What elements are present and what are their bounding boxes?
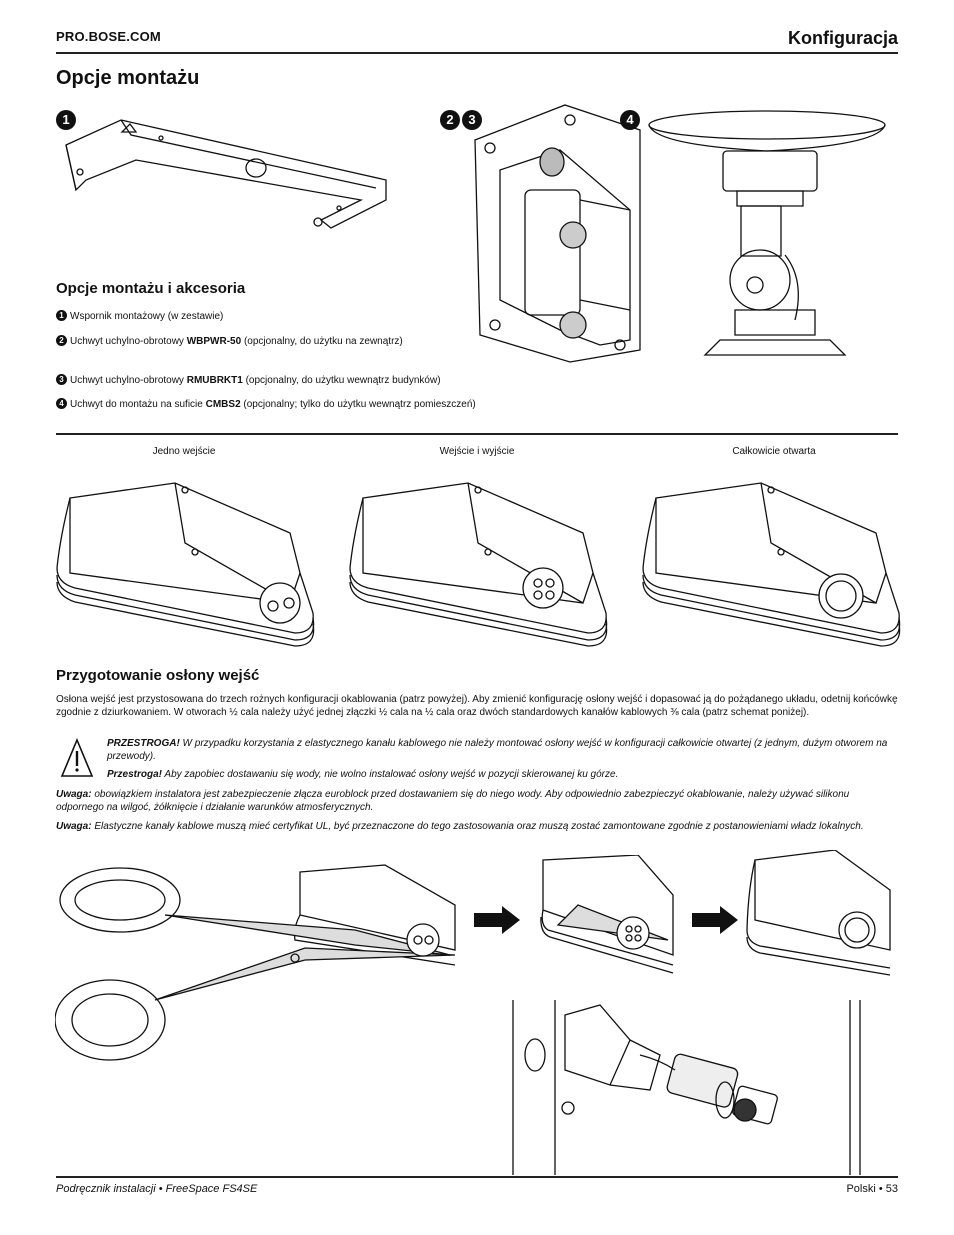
marker-2: 2 xyxy=(440,110,460,130)
page-title: Opcje montażu xyxy=(56,67,200,89)
warning-triangle-icon xyxy=(60,738,94,778)
marker-3: 3 xyxy=(462,110,482,130)
tilt-swivel-illustration xyxy=(470,100,645,365)
scissors-cutting-illustration xyxy=(55,860,465,1080)
cover-single-illustration xyxy=(55,478,320,648)
cover-heading: Przygotowanie osłony wejść xyxy=(56,667,260,684)
bullet-icon: 4 xyxy=(56,398,67,409)
caption-in-out: Wejście i wyjście xyxy=(439,446,515,457)
footer-page: Polski • 53 xyxy=(846,1183,898,1195)
bullet-icon: 2 xyxy=(56,335,67,346)
footer-rule xyxy=(56,1176,898,1178)
site-url: PRO.BOSE.COM xyxy=(56,29,161,44)
note-2: Uwaga: Elastyczne kanały kablowe muszą m… xyxy=(56,821,864,832)
footer-doc-title: Podręcznik instalacji • FreeSpace FS4SE xyxy=(56,1183,258,1195)
cover-open-illustration xyxy=(641,478,906,648)
cover-cut-illustration xyxy=(538,855,683,980)
cover-in-out-illustration xyxy=(348,478,613,648)
cover-open-result-illustration xyxy=(745,850,895,980)
bracket-illustration xyxy=(56,110,396,240)
arrow-right-icon xyxy=(692,906,738,934)
section-rule xyxy=(56,433,898,435)
arrow-right-icon xyxy=(474,906,520,934)
ceiling-mount-illustration xyxy=(645,105,895,365)
warning-2: Przestroga! Aby zapobiec dostawaniu się … xyxy=(107,769,619,780)
conduit-installation-illustration xyxy=(510,1000,885,1175)
note-1: Uwaga: obowiązkiem instalatora jest zabe… xyxy=(56,789,850,813)
caption-single: Jedno wejście xyxy=(152,446,216,457)
section-title: Konfiguracja xyxy=(787,28,898,48)
accessories-heading: Opcje montażu i akcesoria xyxy=(56,280,246,297)
cover-intro: Osłona wejść jest przystosowana do trzec… xyxy=(56,694,898,718)
bullet-icon: 3 xyxy=(56,374,67,385)
marker-1: 1 xyxy=(56,110,76,130)
caption-open: Całkowicie otwarta xyxy=(732,446,816,457)
header-rule xyxy=(56,52,898,54)
warning-1: PRZESTROGA! W przypadku korzystania z el… xyxy=(107,738,888,762)
bullet-icon: 1 xyxy=(56,310,67,321)
